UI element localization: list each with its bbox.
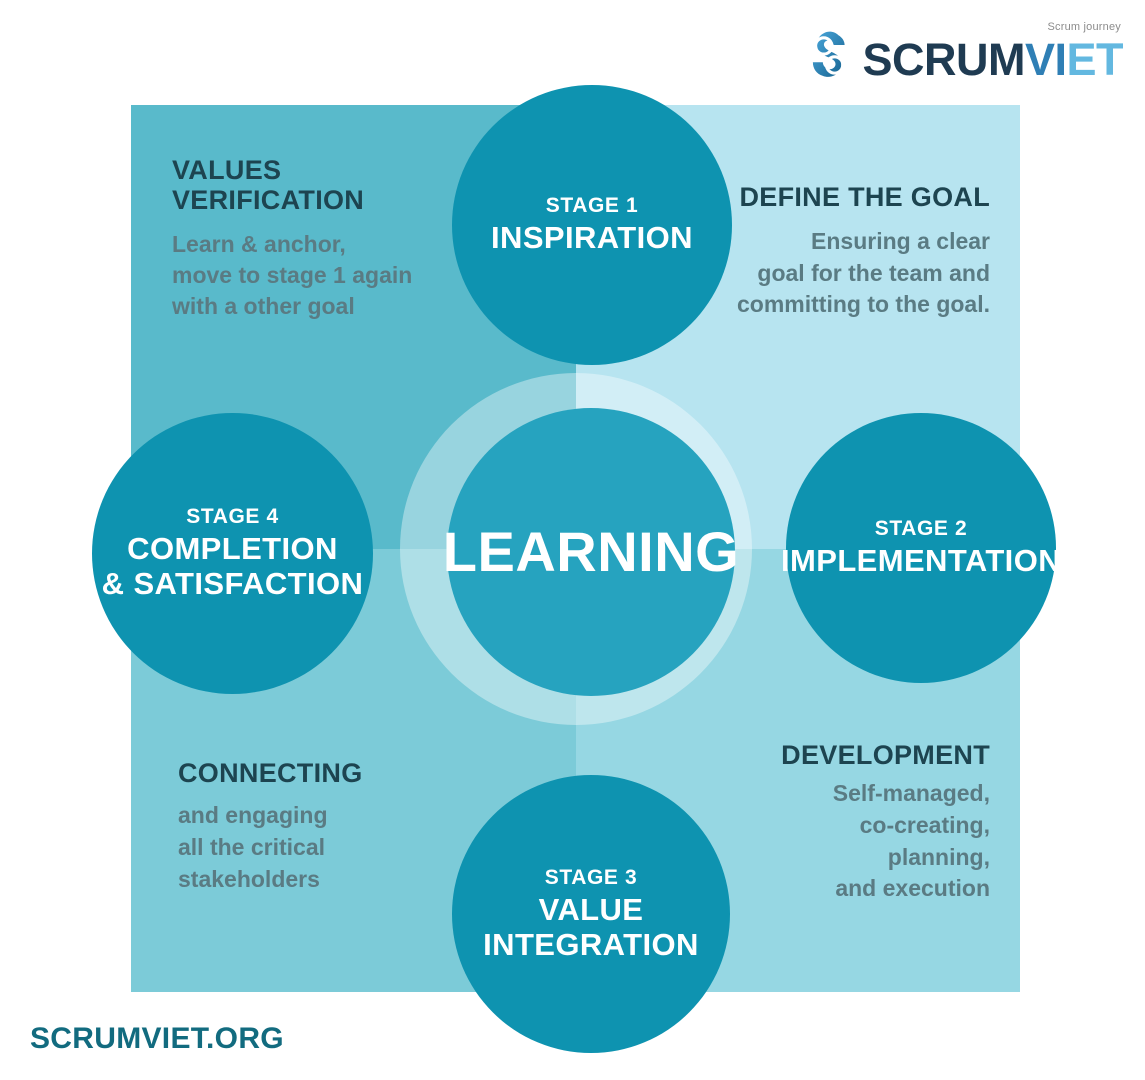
logo-word-part-1: SCRUM: [862, 34, 1025, 85]
stage-2-title: IMPLEMENTATION: [781, 543, 1061, 579]
block-define-the-goal: DEFINE THE GOAL Ensuring a clear goal fo…: [725, 182, 990, 320]
center-learning-label: LEARNING: [442, 520, 740, 583]
logo-word-part-3: ET: [1066, 34, 1123, 85]
stage-1-title: INSPIRATION: [491, 220, 693, 256]
block-values-verification: VALUES VERIFICATION Learn & anchor, move…: [172, 155, 422, 322]
footer-website-url[interactable]: SCRUMVIET.ORG: [30, 1022, 284, 1055]
block-values-verification-body: Learn & anchor, move to stage 1 again wi…: [172, 231, 413, 320]
stage-1-number: STAGE 1: [545, 194, 639, 218]
stage-1-circle[interactable]: STAGE 1 INSPIRATION: [452, 85, 732, 365]
block-define-the-goal-body: Ensuring a clear goal for the team and c…: [737, 228, 990, 317]
block-connecting: CONNECTING and engaging all the critical…: [178, 758, 408, 895]
stage-2-number: STAGE 2: [874, 517, 968, 541]
stage-3-circle[interactable]: STAGE 3 VALUE INTEGRATION: [452, 775, 730, 1053]
block-connecting-body: and engaging all the critical stakeholde…: [178, 802, 328, 892]
logo-wordmark: SCRUMVIET: [862, 34, 1123, 85]
logo-tagline: Scrum journey: [1047, 21, 1121, 33]
block-connecting-heading: CONNECTING: [178, 758, 363, 788]
stage-3-number: STAGE 3: [544, 865, 638, 889]
block-define-the-goal-heading: DEFINE THE GOAL: [739, 182, 990, 212]
stage-4-circle[interactable]: STAGE 4 COMPLETION & SATISFACTION: [92, 413, 373, 694]
scrumviet-s-mark-icon: [802, 26, 860, 84]
logo-word-part-2: VI: [1024, 34, 1067, 85]
brand-logo: Scrum journey SCRUMVIET: [802, 21, 1123, 85]
center-learning-circle[interactable]: LEARNING: [443, 408, 739, 696]
stage-4-title: COMPLETION & SATISFACTION: [101, 531, 364, 602]
block-development: DEVELOPMENT Self-managed, co-creating, p…: [740, 740, 990, 905]
block-development-body: Self-managed, co-creating, planning, and…: [832, 780, 990, 902]
stage-2-circle[interactable]: STAGE 2 IMPLEMENTATION: [781, 413, 1061, 683]
stage-3-title: VALUE INTEGRATION: [483, 891, 699, 962]
logo-text: Scrum journey SCRUMVIET: [862, 21, 1123, 85]
block-values-verification-heading: VALUES VERIFICATION: [172, 155, 365, 216]
stage-4-number: STAGE 4: [186, 505, 279, 529]
block-development-heading: DEVELOPMENT: [781, 740, 990, 770]
